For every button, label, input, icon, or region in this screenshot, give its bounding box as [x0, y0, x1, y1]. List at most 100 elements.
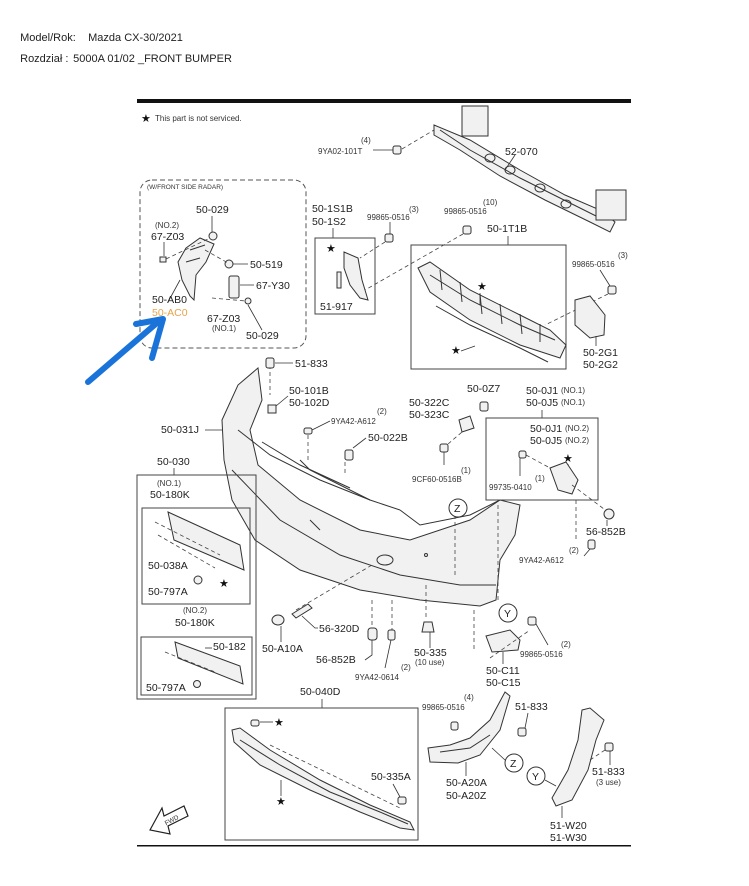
callout-9YA42-0614-qty: (2) [401, 663, 411, 672]
callout-50-029-b: 50-029 [246, 330, 279, 342]
callout-50-519: 50-519 [250, 259, 283, 271]
callout-no2-a: (NO.2) [155, 221, 179, 230]
ref-z-label: Z [510, 758, 517, 770]
callout-no2-b: (NO.2) [565, 424, 589, 433]
top-rule [137, 99, 631, 103]
license-plate-group-box [136, 474, 257, 700]
ref-y-label: Y [504, 608, 511, 620]
side-bracket-lower-part [427, 691, 511, 764]
callout-50-A20A: 50-A20A [446, 777, 487, 789]
callout-50-335: 50-335 [414, 647, 447, 659]
callout-99735-0410: 99735-0410 [489, 483, 532, 492]
clip-icon [479, 401, 489, 412]
star-icon: ★ [451, 345, 461, 357]
plate-bracket-no2-box [140, 636, 253, 696]
callout-99865-0516-b-qty: (10) [483, 198, 498, 207]
side-bracket-part [336, 251, 369, 301]
callout-50-1S2: 50-1S2 [312, 216, 346, 228]
side-support-part [574, 295, 606, 339]
callout-50-A20Z: 50-A20Z [446, 790, 487, 802]
legend-text: This part is not serviced. [155, 114, 242, 123]
callout-50-2G2: 50-2G2 [583, 359, 618, 371]
section-value: 5000A 01/02 _FRONT BUMPER [73, 53, 232, 65]
star-icon: ★ [276, 796, 286, 808]
star-icon: ★ [477, 281, 487, 293]
ref-z-label: Z [454, 503, 461, 515]
callout-9CF60-0516B-qty: (1) [461, 466, 471, 475]
cap-icon [193, 680, 201, 688]
screw-icon [462, 225, 472, 235]
ref-circle-y [498, 603, 518, 623]
annotation-arrow-icon [85, 316, 166, 385]
callout-99865-0516-e: 99865-0516 [422, 703, 465, 712]
callout-50-0J5-no1: 50-0J5 [526, 397, 558, 409]
callout-50-180K-a: 50-180K [150, 489, 190, 501]
side-bracket-box [314, 237, 376, 315]
lower-grille-part [417, 261, 567, 363]
radar-bracket-box [485, 417, 599, 501]
callout-9CF60-0516B: 9CF60-0516B [412, 475, 462, 484]
callout-50-0J1-no2: 50-0J1 [530, 423, 562, 435]
clip-icon [421, 621, 435, 633]
callout-50-0J1-no1: 50-0J1 [526, 385, 558, 397]
lower-spoiler-part [231, 727, 415, 831]
callout-67-Y30: 67-Y30 [256, 280, 290, 292]
star-icon: ★ [326, 243, 336, 255]
callout-50-322C: 50-322C [409, 397, 450, 409]
screw-icon [607, 285, 617, 295]
callout-50-022B: 50-022B [368, 432, 408, 444]
callout-50-1S1B: 50-1S1B [312, 203, 353, 215]
lower-spoiler-box [224, 707, 419, 841]
callout-50-797A-b: 50-797A [146, 682, 186, 694]
callout-9YA42-A612-a: 9YA42-A612 [331, 417, 376, 426]
screw-icon [450, 721, 459, 731]
clip-icon [517, 727, 527, 737]
callout-50-C11: 50-C11 [486, 665, 520, 677]
star-icon: ★ [219, 578, 229, 590]
screw-icon [303, 427, 313, 435]
callout-50-101B: 50-101B [289, 385, 329, 397]
callout-50-AC0-highlighted: 50-AC0 [152, 307, 188, 319]
callout-50-102D: 50-102D [289, 397, 330, 409]
front-bumper-cover-part [221, 367, 521, 607]
section-row: Rozdział :5000A 01/02 _FRONT BUMPER [14, 41, 232, 65]
callout-9YA42-0614: 9YA42-0614 [355, 673, 399, 682]
clip-icon [397, 796, 407, 805]
radar-bracket-part [159, 231, 252, 305]
screw-icon [384, 233, 394, 243]
screw-icon [587, 539, 596, 550]
callout-99735-0410-qty: (1) [535, 474, 545, 483]
star-icon: ★ [274, 717, 284, 729]
callout-51-W20: 51-W20 [550, 820, 587, 832]
screw-icon [518, 450, 527, 459]
callout-no2-d: (NO.2) [183, 606, 207, 615]
radar-bracket-part [549, 461, 579, 495]
callout-51-833-c: 51-833 [592, 766, 625, 778]
callout-56-320D: 56-320D [319, 623, 360, 635]
callout-50-335A: 50-335A [371, 771, 411, 783]
callout-50-030: 50-030 [157, 456, 190, 468]
callout-50-A10A: 50-A10A [262, 643, 303, 655]
callout-50-0Z7: 50-0Z7 [467, 383, 500, 395]
model-label: Model/Rok: [20, 32, 76, 44]
callout-99865-0516-a: 99865-0516 [367, 213, 410, 222]
star-icon: ★ [141, 113, 151, 125]
callout-99865-0516-d: 99865-0516 [520, 650, 563, 659]
callout-56-852B-b: 56-852B [316, 654, 356, 666]
callout-9YA42-A612-b: 9YA42-A612 [519, 556, 564, 565]
model-row: Model/Rok:Mazda CX-30/2021 [14, 20, 183, 44]
wheel-arch-molding-part [551, 707, 605, 807]
callout-no1-c: (NO.1) [561, 398, 585, 407]
callout-52-070: 52-070 [505, 146, 538, 158]
ref-circle-y [526, 766, 546, 786]
nut-icon [603, 508, 615, 520]
callout-99865-0516-a-qty: (3) [409, 205, 419, 214]
retainer-icon [267, 404, 277, 414]
callout-99865-0516-d-qty: (2) [561, 640, 571, 649]
callout-no1-a: (NO.1) [212, 324, 236, 333]
callout-51-833-b: 51-833 [515, 701, 548, 713]
callout-67-Z03-no1: 67-Z03 [207, 313, 240, 325]
callout-51-833-a: 51-833 [295, 358, 328, 370]
bracket-icon [458, 415, 475, 433]
